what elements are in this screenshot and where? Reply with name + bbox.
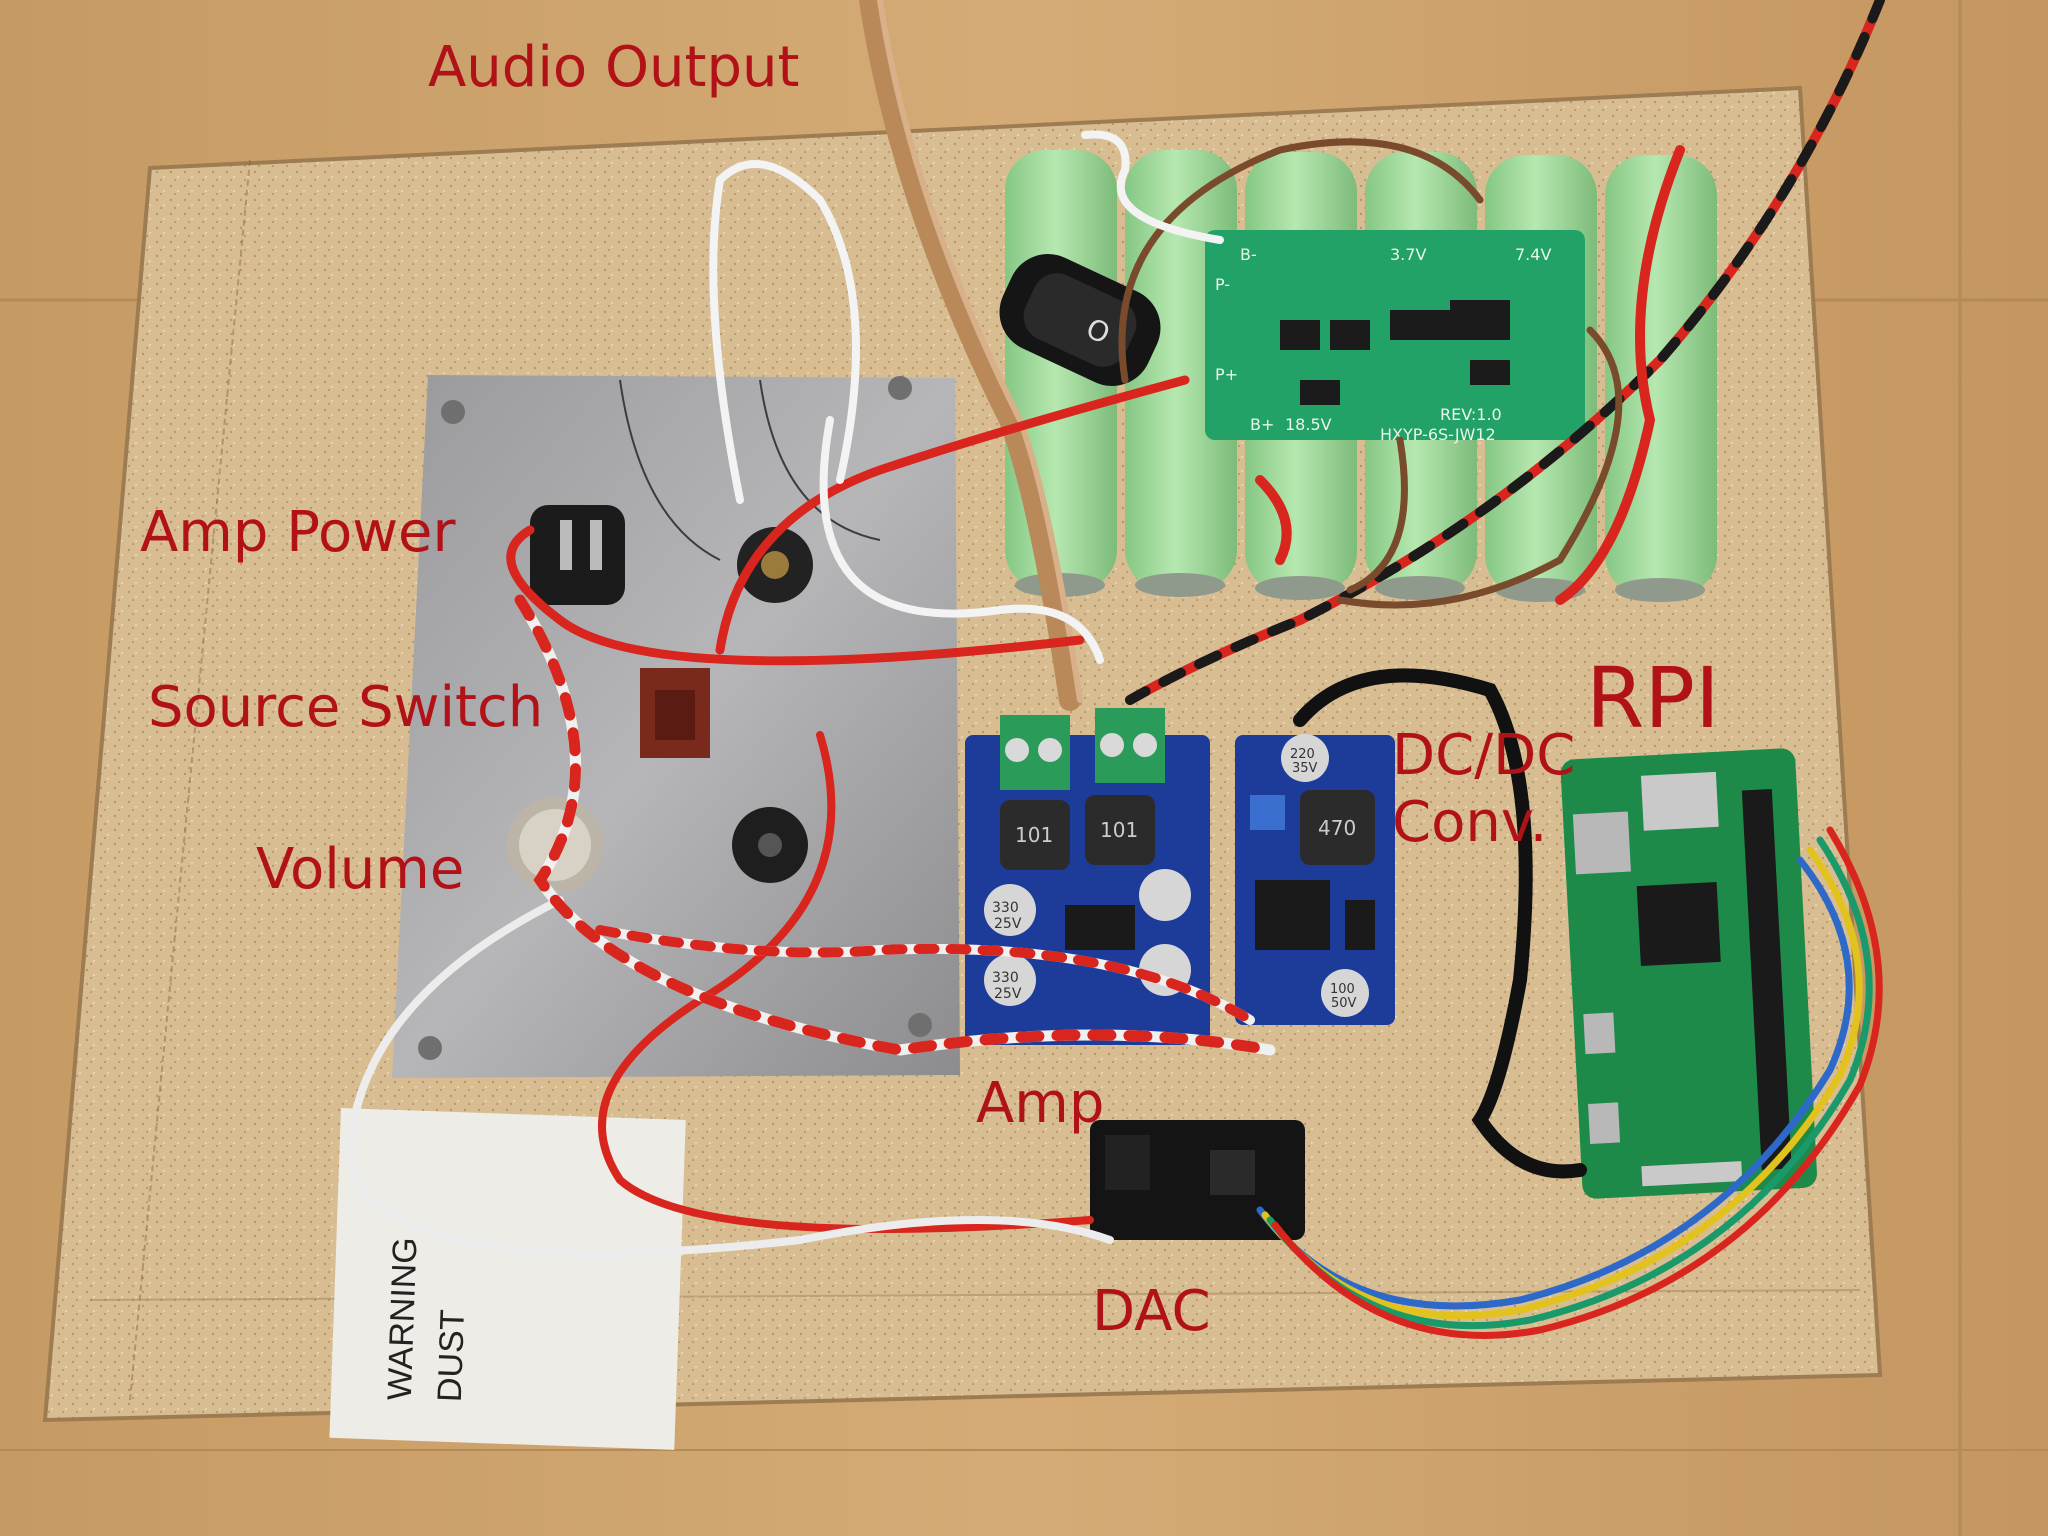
bms-board: B- P- P+ B+ 18.5V 7.4V 3.7V REV:1.0 HXYP… (1205, 230, 1585, 444)
amp-cap-2-v: 25V (994, 986, 1022, 1002)
bms-b-plus: B+ (1250, 415, 1274, 434)
dcdc-cap-2: 100 (1330, 982, 1355, 997)
sticker-line: DUST (431, 1309, 472, 1403)
amp-inductor-1: 101 (1015, 823, 1053, 847)
sticker-title: WARNING (381, 1237, 425, 1401)
warning-sticker: WARNING DUST (329, 1108, 686, 1450)
dcdc-cap-1-v: 35V (1292, 761, 1318, 776)
bms-rev: REV:1.0 (1440, 405, 1502, 424)
amp-cap-1: 330 (992, 900, 1019, 916)
bms-p-minus: P- (1215, 275, 1230, 294)
input-jack (732, 807, 808, 883)
dcdc-label-line2: Conv. (1392, 790, 1548, 856)
rpi-label: RPI (1586, 649, 1720, 747)
dcdc-cap-1: 220 (1290, 747, 1315, 762)
amp-power-jack (530, 505, 625, 605)
dcdc-label-line1: DC/DC (1392, 723, 1576, 788)
dac-label: DAC (1092, 1279, 1211, 1344)
dcdc-inductor: 470 (1318, 816, 1356, 840)
amp-cap-2: 330 (992, 970, 1019, 986)
wiring (345, 0, 1885, 1339)
audio-output-label: Audio Output (428, 35, 800, 100)
bms-voltage-1: 18.5V (1285, 415, 1332, 434)
bms-b-minus: B- (1240, 245, 1257, 264)
bms-voltage-2: 7.4V (1515, 245, 1551, 264)
source-switch-label: Source Switch (148, 675, 544, 740)
volume-label: Volume (256, 837, 465, 902)
dcdc-label: DC/DC Conv. (1392, 722, 1575, 856)
amp-inductor-2: 101 (1100, 818, 1138, 842)
dcdc-converter-board: 220 35V 470 100 50V (1235, 734, 1395, 1025)
amplifier-board: 101 101 330 25V 330 25V (965, 708, 1210, 1045)
bms-model: HXYP-6S-JW12 (1380, 425, 1496, 444)
amp-label: Amp (976, 1071, 1105, 1136)
bms-voltage-3: 3.7V (1390, 245, 1426, 264)
source-toggle-switch (640, 668, 710, 758)
raspberry-pi-board (1560, 748, 1817, 1199)
amp-power-label: Amp Power (140, 500, 456, 565)
amp-cap-1-v: 25V (994, 916, 1022, 932)
dac-board (1090, 1120, 1305, 1240)
audio-jack (737, 527, 813, 603)
bms-p-plus: P+ (1215, 365, 1238, 384)
dcdc-cap-2-v: 50V (1331, 996, 1357, 1011)
